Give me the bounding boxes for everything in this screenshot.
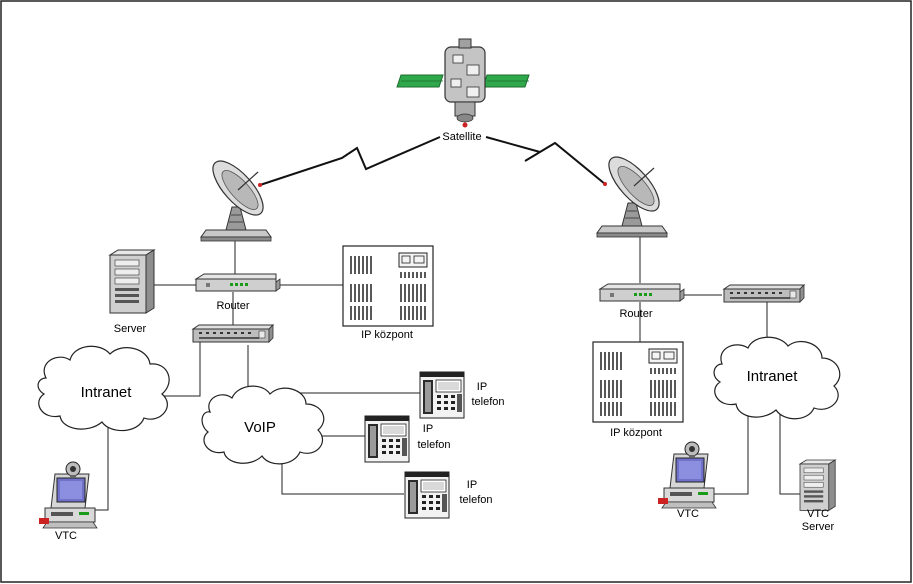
- ip-phone-icon: [364, 415, 410, 463]
- ip-phone-icon: [419, 371, 465, 419]
- pbx-left-icon: [342, 245, 434, 327]
- switch-left-icon: [192, 324, 274, 343]
- pbx-left-label: IP központ: [361, 329, 413, 341]
- server-tower-icon: [109, 249, 155, 314]
- pbx-right-label: IP központ: [610, 427, 662, 439]
- vtc-server-tower-icon: [799, 459, 836, 511]
- satellite-label: Satellite: [442, 131, 481, 143]
- phone-2-label-line1: IP: [423, 423, 433, 435]
- link-endpoint-right: [603, 182, 607, 186]
- phone-1-label-line1: IP: [477, 381, 487, 393]
- wireless-link-left: [259, 136, 441, 186]
- server-label: Server: [114, 323, 147, 335]
- router-left-label: Router: [216, 300, 249, 312]
- phone-2-label-line2: telefon: [417, 439, 450, 451]
- vtc-server-label-line2: Server: [802, 521, 835, 533]
- satellite-icon: [396, 38, 530, 128]
- phone-3-label-line2: telefon: [459, 494, 492, 506]
- intranet-left-label: Intranet: [81, 384, 133, 401]
- router-right-icon: [599, 283, 685, 302]
- vtc-server-label-line1: VTC: [807, 508, 829, 520]
- pbx-right-icon: [592, 341, 684, 423]
- cloud-icon-intranet-left: [37, 345, 170, 432]
- ip-phone-icon: [404, 471, 450, 519]
- intranet-right-label: Intranet: [747, 368, 799, 385]
- switch-right-icon: [723, 284, 805, 303]
- vtc-left-label: VTC: [55, 530, 77, 542]
- cloud-icon-voip: [201, 385, 325, 465]
- link-endpoint-left: [258, 183, 262, 187]
- router-right-label: Router: [619, 308, 652, 320]
- phone-3-label-line1: IP: [467, 479, 477, 491]
- wireless-link-right: [485, 136, 606, 185]
- voip-label: VoIP: [244, 419, 276, 436]
- cloud-icon-intranet-right: [713, 336, 841, 420]
- router-left-icon: [195, 273, 281, 292]
- vtc-right-label: VTC: [677, 508, 699, 520]
- phone-1-label-line2: telefon: [471, 396, 504, 408]
